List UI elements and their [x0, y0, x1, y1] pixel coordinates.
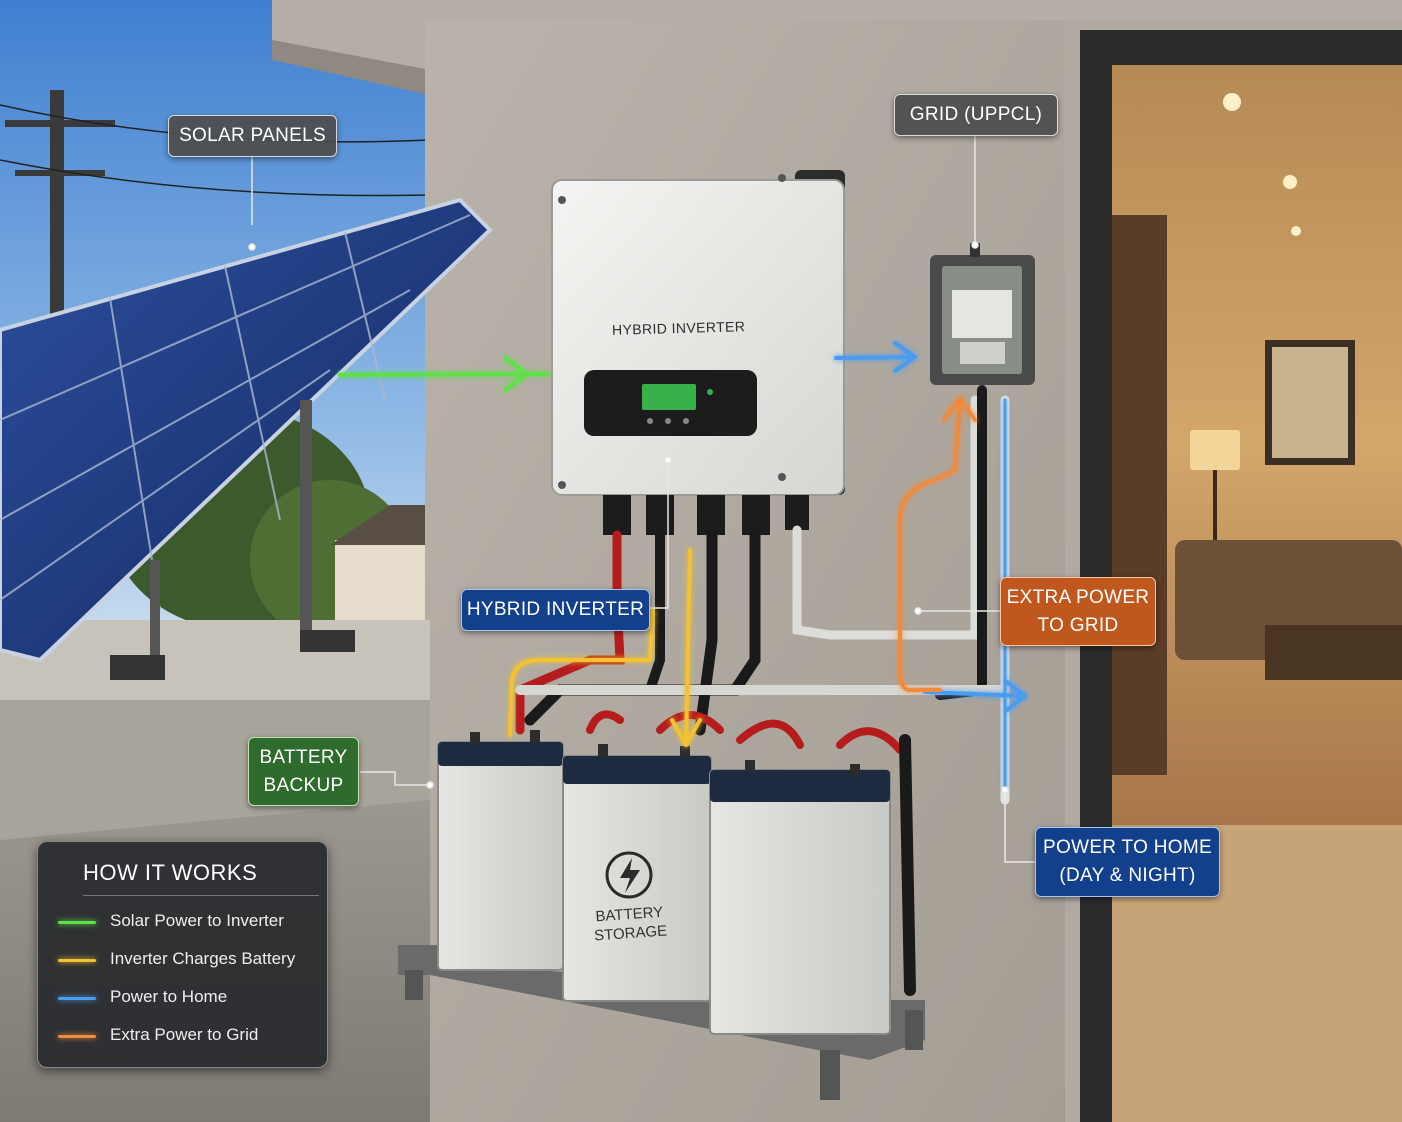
home-flow-arrow	[834, 341, 917, 373]
extra-power-line2: TO GRID	[1037, 615, 1119, 636]
power-home-line2: (DAY & NIGHT)	[1059, 865, 1196, 886]
grid-flow-arrow	[898, 396, 977, 692]
neighbor-house	[335, 540, 430, 630]
legend-label-home: Power to Home	[110, 987, 228, 1006]
solar-panels-label: SOLAR PANELS	[168, 115, 337, 157]
lamp	[1190, 430, 1240, 470]
grid-meter-box	[930, 243, 1035, 385]
battery-backup-line2: BACKUP	[263, 775, 344, 796]
roof-overhang	[272, 0, 1402, 70]
power-home-line1: POWER TO HOME	[1043, 837, 1212, 858]
legend-item-battery: Inverter Charges Battery	[58, 949, 323, 971]
battery-2	[562, 755, 712, 1002]
legend-item-solar: Solar Power to Inverter	[58, 911, 323, 933]
how-it-works-legend: HOW IT WORKS Solar Power to Inverter Inv…	[37, 841, 328, 1068]
coffee-table	[1265, 625, 1402, 680]
solar-panel-array	[0, 197, 493, 680]
legend-swatch-home	[58, 997, 96, 1000]
hybrid-inverter-unit	[551, 170, 845, 535]
extra-power-line1: EXTRA POWER	[1006, 587, 1150, 608]
legend-label-grid: Extra Power to Grid	[110, 1025, 259, 1044]
battery-text: BATTERY STORAGE	[589, 902, 671, 945]
battery-bank	[437, 730, 891, 1035]
inverter-display	[642, 384, 696, 410]
power-to-home-label: POWER TO HOME (DAY & NIGHT)	[1035, 827, 1220, 897]
legend-swatch-solar	[58, 921, 96, 924]
leader-lines	[248, 135, 1035, 863]
lightning-icon	[605, 851, 653, 899]
battery-1	[437, 741, 564, 971]
legend-item-home: Power to Home	[58, 987, 323, 1009]
grid-label: GRID (UPPCL)	[894, 94, 1058, 136]
utility-pole	[50, 90, 64, 320]
parapet	[0, 620, 430, 700]
legend-item-grid: Extra Power to Grid	[58, 1025, 323, 1047]
legend-label-battery: Inverter Charges Battery	[110, 949, 296, 968]
legend-title: HOW IT WORKS	[83, 860, 258, 885]
battery-flow-arrow	[508, 608, 655, 737]
legend-swatch-grid	[58, 1035, 96, 1038]
hybrid-inverter-label: HYBRID INVERTER	[461, 589, 650, 631]
legend-swatch-battery	[58, 959, 96, 962]
battery-3	[709, 769, 891, 1035]
legend-label-solar: Solar Power to Inverter	[110, 911, 284, 930]
battery-backup-label: BATTERY BACKUP	[248, 737, 359, 806]
solar-flow-arrow	[338, 356, 550, 392]
legend-divider	[83, 895, 319, 896]
wall-picture	[1272, 347, 1348, 458]
battery-backup-line1: BATTERY	[259, 747, 348, 768]
extra-power-to-grid-label: EXTRA POWER TO GRID	[1000, 577, 1156, 646]
